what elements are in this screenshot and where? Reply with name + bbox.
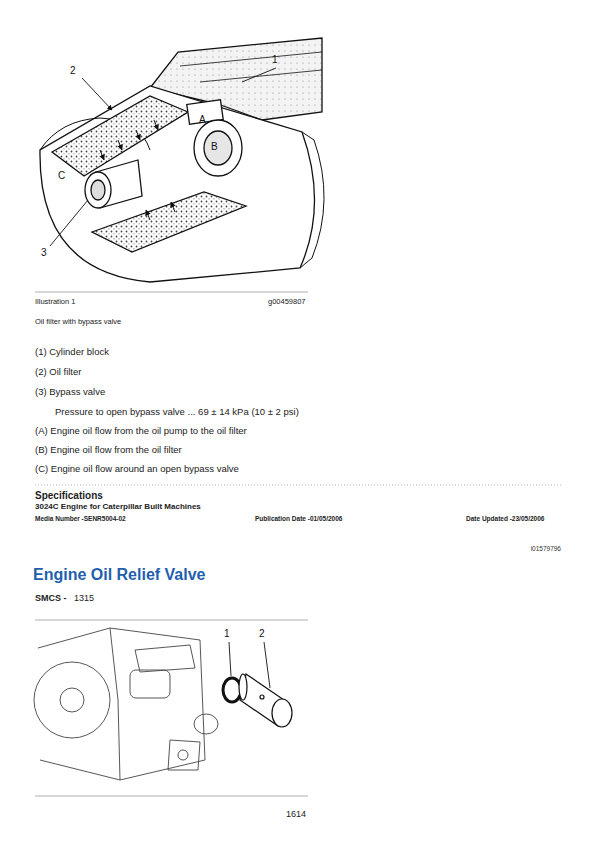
- flow-note: (B) Engine oil flow from the oil filter: [35, 445, 182, 456]
- bypass-valve: [85, 160, 142, 208]
- figure-label: Illustration 1: [35, 298, 75, 307]
- callout-number: 3: [41, 247, 47, 259]
- callout-letter: C: [58, 170, 65, 182]
- rule: [35, 485, 561, 486]
- flow-note: (A) Engine oil flow from the oil pump to…: [35, 426, 247, 437]
- flywheel: [34, 662, 110, 738]
- filter-housing: [40, 86, 315, 282]
- rule: [35, 796, 308, 797]
- callout-number: 1: [224, 628, 230, 640]
- page-number: 1614: [286, 809, 306, 819]
- leader-line: [50, 200, 88, 246]
- rule: [35, 292, 308, 293]
- update-date: Date Updated -23/05/2006: [466, 515, 544, 522]
- filter-media-top: [52, 96, 188, 176]
- leader-line: [229, 642, 231, 676]
- specification: Pressure to open bypass valve ... 69 ± 1…: [55, 407, 299, 418]
- oil-filter-illustration: [40, 38, 324, 282]
- leader-line: [82, 78, 112, 110]
- figure-id: g00459807: [268, 298, 306, 307]
- publication-date: Publication Date -01/05/2006: [255, 515, 342, 522]
- smcs-label: SMCS -: [35, 593, 67, 603]
- o-ring: [223, 678, 241, 702]
- callout-number: 2: [70, 65, 76, 77]
- callout-number: 1: [272, 54, 278, 66]
- smcs-code: 1315: [74, 593, 94, 603]
- rule: [35, 620, 308, 621]
- part-name: (3) Bypass valve: [35, 387, 105, 398]
- media-number: Media Number -SENR5004-02: [35, 515, 126, 522]
- section-heading: Specifications: [35, 490, 103, 502]
- page-title: Engine Oil Relief Valve: [33, 566, 206, 584]
- callout-letter: B: [211, 141, 218, 153]
- callout-letter: A: [199, 114, 206, 126]
- relief-valve-illustration: [34, 628, 292, 780]
- part-name: (1) Cylinder block: [35, 347, 109, 358]
- leader-line: [264, 642, 270, 688]
- leader-line: [242, 68, 276, 82]
- document-name: 3024C Engine for Caterpillar Built Machi…: [35, 502, 201, 511]
- flow-note: (C) Engine oil flow around an open bypas…: [35, 464, 239, 475]
- document-id: i01579796: [531, 545, 561, 552]
- figure-caption: Oil filter with bypass valve: [35, 318, 121, 327]
- part-name: (2) Oil filter: [35, 367, 81, 378]
- relief-valve: [239, 674, 292, 727]
- callout-number: 2: [259, 628, 265, 640]
